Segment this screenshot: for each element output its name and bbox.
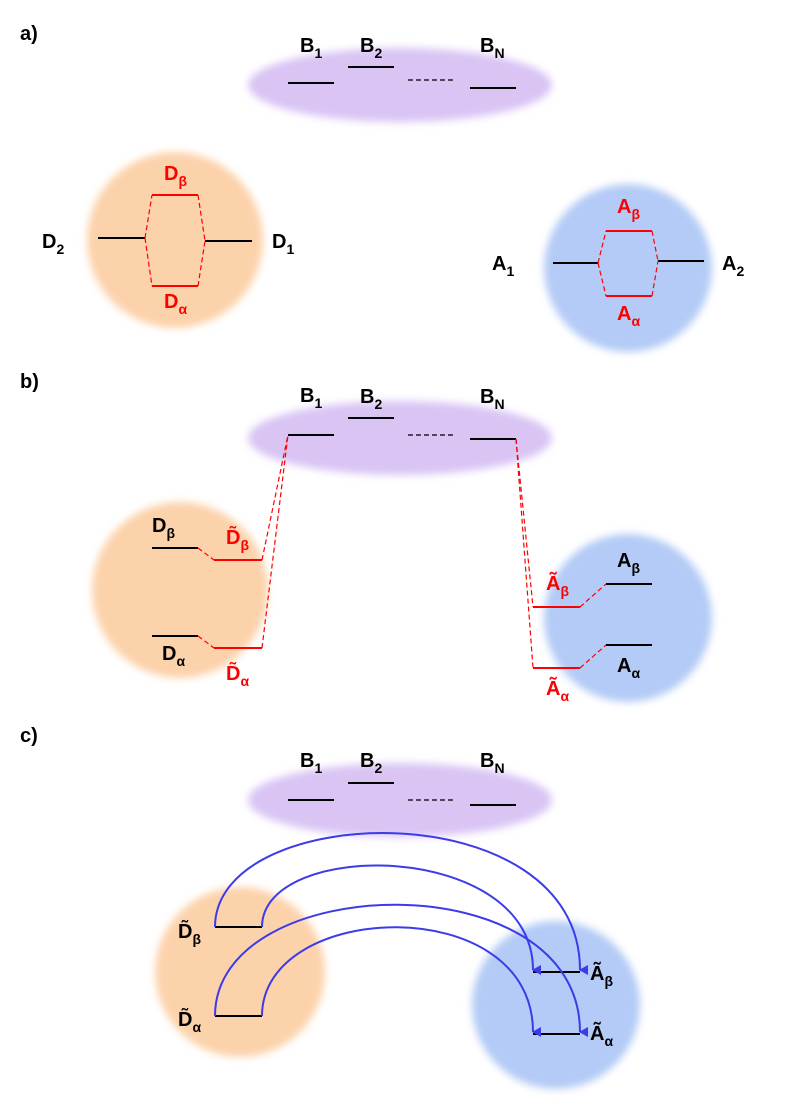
label-bn: BN [480,386,505,412]
donor-blob [92,502,268,678]
transfer-arrow-inner-beta [261,864,542,975]
label-a2: A2 [722,253,744,279]
bridge-blob [248,763,552,837]
label-dt-beta: D̃β [178,919,201,947]
label-at-beta: Ãβ [546,572,569,599]
label-a-beta: Aβ [617,196,640,222]
label-at-beta: Ãβ [590,962,613,989]
bridge-blob [248,48,552,122]
label-a-alpha: Aα [617,303,640,329]
label-b1: B1 [300,750,322,776]
panel-label-b: b) [20,371,39,393]
transfer-arrow-inner-alpha [261,926,542,1037]
label-d-alpha: Dα [164,291,187,317]
label-a-alpha: Aα [617,655,640,681]
label-a-beta: Aβ [617,550,640,576]
bridge-blob [248,401,552,475]
donor-blob [155,887,325,1057]
acceptor-blob [544,184,712,352]
label-d-beta: Dβ [152,515,175,541]
label-dt-alpha: D̃α [226,661,249,689]
label-bn: BN [480,35,505,61]
label-d1: D1 [272,231,294,257]
label-d2: D2 [42,231,64,257]
panel-label-a: a) [20,23,38,45]
label-b2: B2 [360,35,382,61]
transfer-arrow-outer-alpha [214,903,589,1037]
label-d-beta: Dβ [164,163,187,189]
label-b1: B1 [300,35,322,61]
label-dt-alpha: D̃α [178,1007,201,1035]
label-at-alpha: Ãα [546,677,569,704]
panel-label-c: c) [20,725,38,747]
acceptor-blob [544,534,712,702]
label-at-alpha: Ãα [590,1022,613,1049]
transfer-arrow-outer-beta [214,832,589,975]
label-a1: A1 [492,253,514,279]
label-b2: B2 [360,386,382,412]
label-dt-beta: D̃β [226,525,249,553]
label-d-alpha: Dα [162,643,185,669]
donor-blob [87,152,263,328]
label-b1: B1 [300,385,322,411]
acceptor-blob [472,921,640,1089]
label-b2: B2 [360,750,382,776]
label-bn: BN [480,750,505,776]
